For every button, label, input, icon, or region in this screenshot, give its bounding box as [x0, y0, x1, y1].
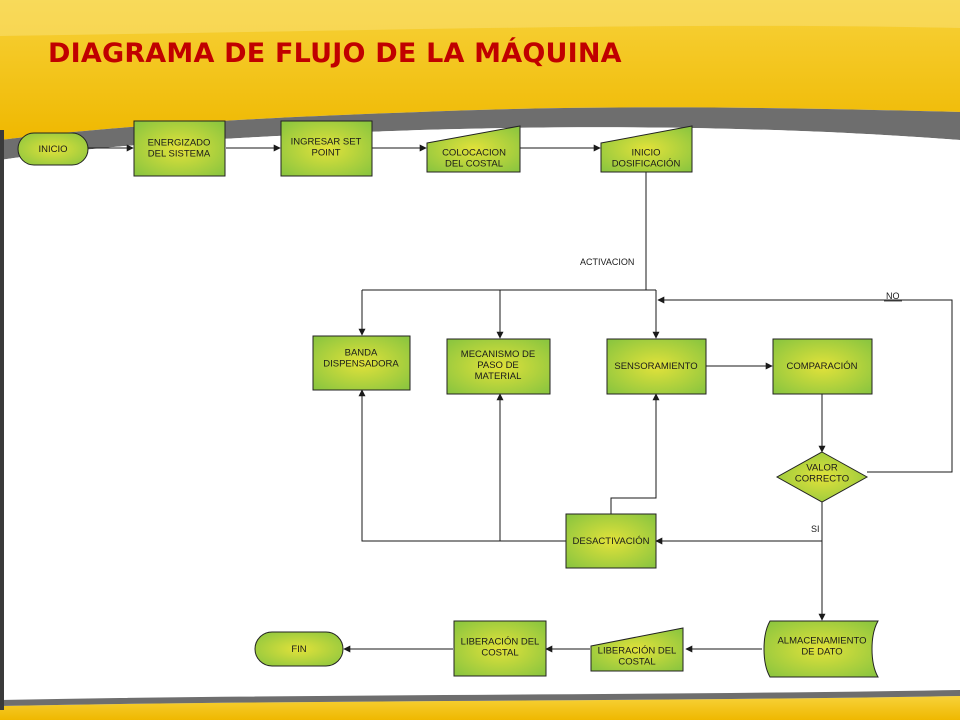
comparacion-label-line: COMPARACIÓN — [786, 361, 857, 372]
banda-label-line: BANDA — [345, 348, 378, 359]
dosificacion-label-line: DOSIFICACIÓN — [612, 159, 681, 170]
edge-desactivacion-banda — [358, 389, 566, 542]
bottom-banner — [0, 690, 960, 720]
node-colocacion — [426, 125, 521, 173]
edge-label-si: SI — [811, 524, 820, 534]
energizado-label-line: DEL SISTEMA — [148, 149, 211, 160]
edge-label-no: NO — [886, 291, 900, 301]
node-comparacion — [772, 338, 873, 395]
liberacion_proceso-label-line: COSTAL — [481, 648, 518, 659]
inicio-label-line: INICIO — [38, 144, 67, 155]
node-sensoramiento — [606, 338, 707, 395]
edge-desactivacion-sensoramiento — [610, 393, 660, 514]
liberacion_proceso-label-line: LIBERACIÓN DEL — [461, 637, 540, 648]
node-mecanismo — [446, 338, 551, 395]
left-edge-bar — [0, 130, 4, 710]
node-setpoint — [280, 120, 373, 177]
node-liberacion-manual — [590, 627, 684, 672]
mecanismo-label-line: MECANISMO DE — [461, 349, 535, 360]
node-almacenamiento — [763, 620, 879, 678]
mecanismo-label-line: MATERIAL — [475, 371, 522, 382]
edge-valor-no-loop — [657, 296, 953, 473]
liberacion_manual-label-line: COSTAL — [618, 657, 655, 668]
top-banner — [0, 0, 960, 168]
colocacion-label-line: COLOCACION — [442, 148, 506, 159]
page-title: DIAGRAMA DE FLUJO DE LA MÁQUINA — [48, 38, 622, 69]
setpoint-label-line: INGRESAR SET — [291, 137, 362, 148]
mecanismo-label-line: PASO DE — [477, 360, 519, 371]
node-liberacion-proceso — [453, 620, 547, 677]
fin-label-line: FIN — [291, 644, 306, 655]
node-fin — [254, 631, 344, 667]
node-energizado — [133, 120, 226, 177]
node-banda — [312, 335, 411, 391]
node-desactivacion-label: DESACTIVACIÓN — [573, 536, 650, 547]
node-valor-correcto — [775, 451, 869, 503]
node-dosificacion — [600, 125, 693, 173]
colocacion-label-line: DEL COSTAL — [445, 159, 503, 170]
valor-label-line: CORRECTO — [795, 474, 849, 485]
node-fin-label: FIN — [291, 644, 306, 655]
node-comparacion-label: COMPARACIÓN — [786, 361, 857, 372]
banda-label-line: DISPENSADORA — [323, 359, 399, 370]
desactivacion-label-line: DESACTIVACIÓN — [573, 536, 650, 547]
node-inicio-label: INICIO — [38, 144, 67, 155]
node-sensoramiento-label: SENSORAMIENTO — [614, 361, 697, 372]
node-inicio — [17, 132, 89, 166]
energizado-label-line: ENERGIZADO — [148, 138, 211, 149]
node-desactivacion — [565, 513, 657, 569]
valor-label-line: VALOR — [806, 463, 838, 474]
sensoramiento-label-line: SENSORAMIENTO — [614, 361, 697, 372]
liberacion_manual-label-line: LIBERACIÓN DEL — [598, 646, 677, 657]
almacenamiento-label-line: ALMACENAMIENTO — [777, 636, 866, 647]
dosificacion-label-line: INICIO — [631, 148, 660, 159]
setpoint-label-line: POINT — [311, 148, 340, 159]
connectors — [88, 144, 953, 653]
edge-label-activacion: ACTIVACION — [580, 257, 634, 267]
almacenamiento-label-line: DE DATO — [801, 647, 842, 658]
